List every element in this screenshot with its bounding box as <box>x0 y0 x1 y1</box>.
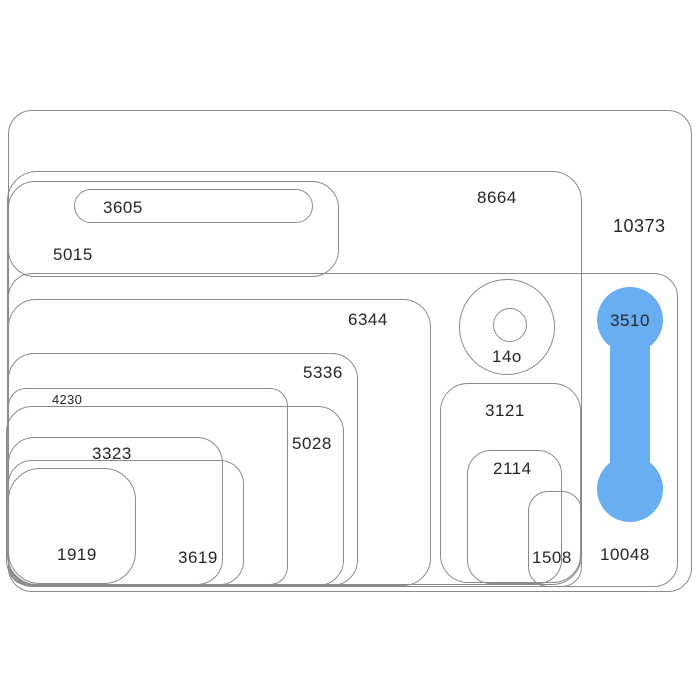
slot-5015-label: 5015 <box>53 245 93 264</box>
dumbbell-bottom-circle <box>597 456 663 522</box>
washer-label: 14o <box>492 347 522 366</box>
dumbbell-label: 3510 <box>610 310 650 330</box>
region-10048-label: 10048 <box>600 545 650 564</box>
slot-2114-label: 2114 <box>493 459 532 478</box>
slot-6344-label: 6344 <box>348 310 388 329</box>
slot-1919-label: 1919 <box>57 545 97 564</box>
slot-3121-label: 3121 <box>485 401 525 420</box>
slot-2114: 2114 <box>467 450 562 584</box>
washer-outer-circle: 14o <box>459 279 555 375</box>
slot-5015: 5015 <box>8 181 339 277</box>
washer-inner-circle <box>493 308 527 342</box>
slot-5336-label: 5336 <box>303 363 343 382</box>
slot-5028-label: 5028 <box>292 434 332 453</box>
region-8664-label: 8664 <box>477 188 517 207</box>
slot-3323-label: 3323 <box>92 444 132 463</box>
slot-3121: 3121 <box>440 383 581 583</box>
slot-1508: 1508 <box>528 491 582 587</box>
pill-3605-label: 3605 <box>103 198 143 217</box>
slot-1508-label: 1508 <box>532 548 572 567</box>
region-10373-label: 10373 <box>613 216 666 236</box>
slot-3619-label: 3619 <box>178 548 218 567</box>
slot-5028: 5028 <box>6 406 344 586</box>
dumbbell-highlight[interactable]: 3510 <box>597 287 663 522</box>
dumbbell-top-circle: 3510 <box>597 287 663 353</box>
pill-3605: 3605 <box>74 189 313 223</box>
slot-4230-label: 4230 <box>52 392 83 407</box>
region-8664: 8664 <box>7 171 582 585</box>
slot-1919: 1919 <box>8 468 136 584</box>
